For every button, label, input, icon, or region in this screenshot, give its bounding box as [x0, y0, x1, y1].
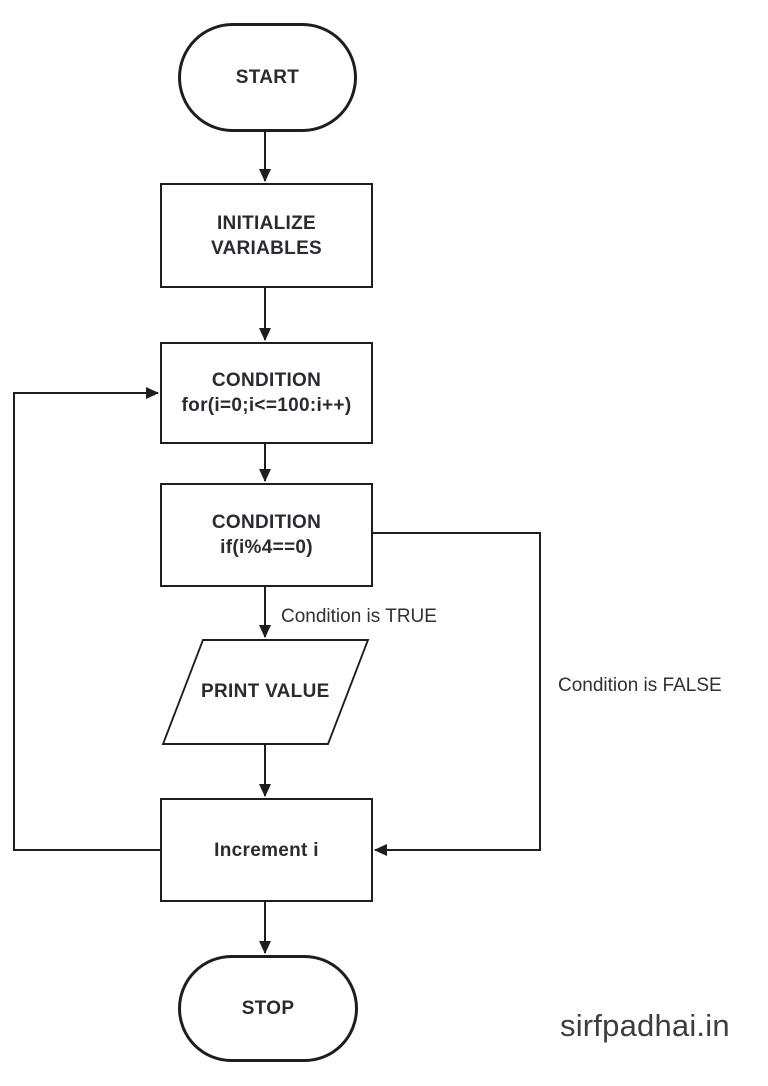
- node-loop-condition-line2: for(i=0;i<=100:i++): [181, 395, 352, 416]
- node-loop-condition-line1: CONDITION: [211, 370, 322, 391]
- node-start-label: START: [235, 67, 300, 88]
- node-increment: Increment i: [160, 798, 373, 902]
- node-print-value-label: PRINT VALUE: [201, 681, 330, 702]
- edge-if-false-to-increment: [373, 532, 541, 856]
- node-stop: STOP: [178, 955, 358, 1062]
- edge-label-condition-false: Condition is FALSE: [558, 675, 722, 696]
- node-initialize-line2: VARIABLES: [210, 237, 323, 259]
- watermark-text: sirfpadhai.in: [560, 1008, 730, 1043]
- node-stop-label: STOP: [241, 998, 295, 1019]
- node-if-condition: CONDITION if(i%4==0): [160, 483, 373, 587]
- edge-increment-loopback-to-condition: [13, 387, 160, 851]
- node-initialize-variables: INITIALIZE VARIABLES: [160, 183, 373, 288]
- node-start: START: [178, 23, 357, 132]
- node-increment-label: Increment i: [214, 839, 319, 861]
- node-if-condition-line2: if(i%4==0): [220, 537, 313, 558]
- edge-label-condition-true: Condition is TRUE: [281, 606, 437, 627]
- node-loop-condition: CONDITION for(i=0;i<=100:i++): [160, 342, 373, 444]
- node-if-condition-line1: CONDITION: [211, 512, 322, 533]
- node-initialize-line1: INITIALIZE: [216, 212, 317, 234]
